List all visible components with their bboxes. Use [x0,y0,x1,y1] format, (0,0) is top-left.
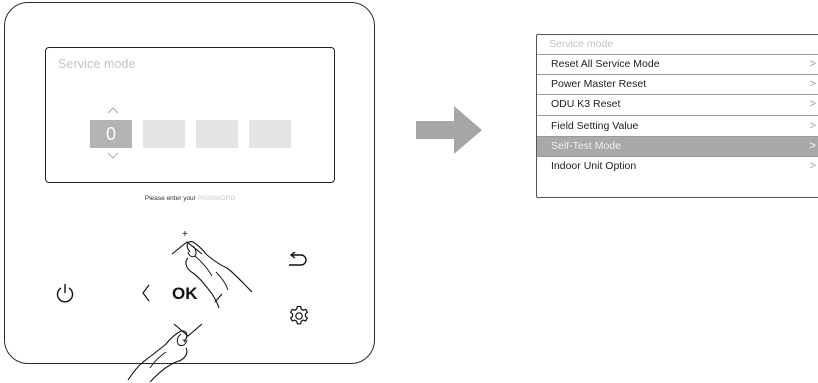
password-hint: Please enter your PASSWORD [46,195,334,202]
chevron-right-icon: > [809,120,816,132]
service-mode-menu: Service mode Reset All Service Mode > Po… [536,34,818,198]
menu-item-self-test-mode[interactable]: Self-Test Mode > [537,136,818,156]
finger-up-icon [185,241,253,308]
menu-item-odu-k3-reset[interactable]: ODU K3 Reset > [537,94,818,114]
screen-title: Service mode [58,57,136,71]
up-plus-label: + [182,229,188,240]
finger-down-icon [127,330,188,382]
chevron-right-icon: > [809,160,816,172]
chevron-right-icon: > [809,78,816,90]
gear-icon[interactable] [288,305,310,327]
down-minus-label: - [182,334,186,346]
hint-keyword: PASSWORD [197,195,236,202]
chevron-right-icon: > [809,98,816,110]
digit-up-icon[interactable] [107,106,119,114]
menu-item-reset-all-service-mode[interactable]: Reset All Service Mode > [537,54,818,74]
transition-arrow-icon [416,106,482,154]
menu-item-label: Reset All Service Mode [551,58,660,70]
password-digit-4[interactable] [249,120,291,148]
password-digit-3[interactable] [196,120,238,148]
menu-title: Service mode [549,38,614,50]
menu-item-label: Power Master Reset [551,78,647,90]
menu-item-label: Self-Test Mode [551,140,622,152]
controller-body: Service mode 0 Please enter your PASSWOR… [4,2,375,364]
down-arrow-icon[interactable] [172,322,204,338]
ok-button[interactable]: OK [172,284,198,303]
chevron-right-icon: > [809,58,816,70]
menu-item-label: Field Setting Value [551,120,639,132]
password-digit-1[interactable]: 0 [90,120,132,148]
back-icon[interactable] [287,251,309,269]
power-icon[interactable] [55,282,75,304]
password-digit-2[interactable] [143,120,185,148]
controller-display: Service mode 0 Please enter your PASSWOR… [45,47,335,202]
left-arrow-icon[interactable] [141,283,151,303]
menu-item-label: ODU K3 Reset [551,98,621,110]
up-arrow-icon[interactable] [170,238,204,258]
chevron-right-icon: > [809,140,816,152]
menu-item-label: Indoor Unit Option [551,160,637,172]
hint-prefix: Please enter your [144,195,198,202]
menu-item-field-setting-value[interactable]: Field Setting Value > [537,115,818,137]
menu-item-power-master-reset[interactable]: Power Master Reset > [537,74,818,94]
digit-down-icon[interactable] [107,152,119,160]
menu-item-indoor-unit-option[interactable]: Indoor Unit Option > [537,156,818,176]
